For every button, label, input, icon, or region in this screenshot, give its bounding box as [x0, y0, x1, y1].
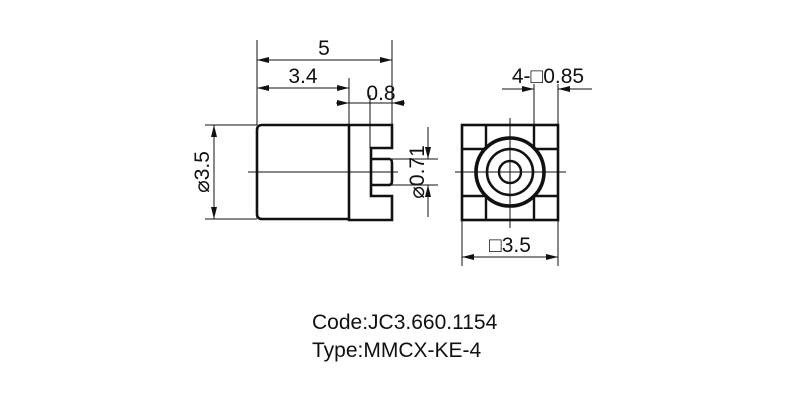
- part-type: Type:MMCX-KE-4: [312, 339, 482, 362]
- label-pin-diameter: ⌀0.71: [406, 145, 429, 199]
- label-square-holes: 4-□0.85: [512, 65, 584, 88]
- front-view: [455, 84, 592, 266]
- label-body-length: 3.4: [288, 65, 318, 88]
- label-overall-length: 5: [318, 37, 330, 60]
- part-code: Code:JC3.660.1154: [312, 311, 498, 334]
- connector-flange-outline: [347, 123, 394, 222]
- label-body-diameter: ⌀3.5: [191, 151, 214, 193]
- side-view: [205, 40, 438, 222]
- label-square-size: □3.5: [489, 234, 531, 257]
- label-flange-length: 0.8: [366, 82, 395, 105]
